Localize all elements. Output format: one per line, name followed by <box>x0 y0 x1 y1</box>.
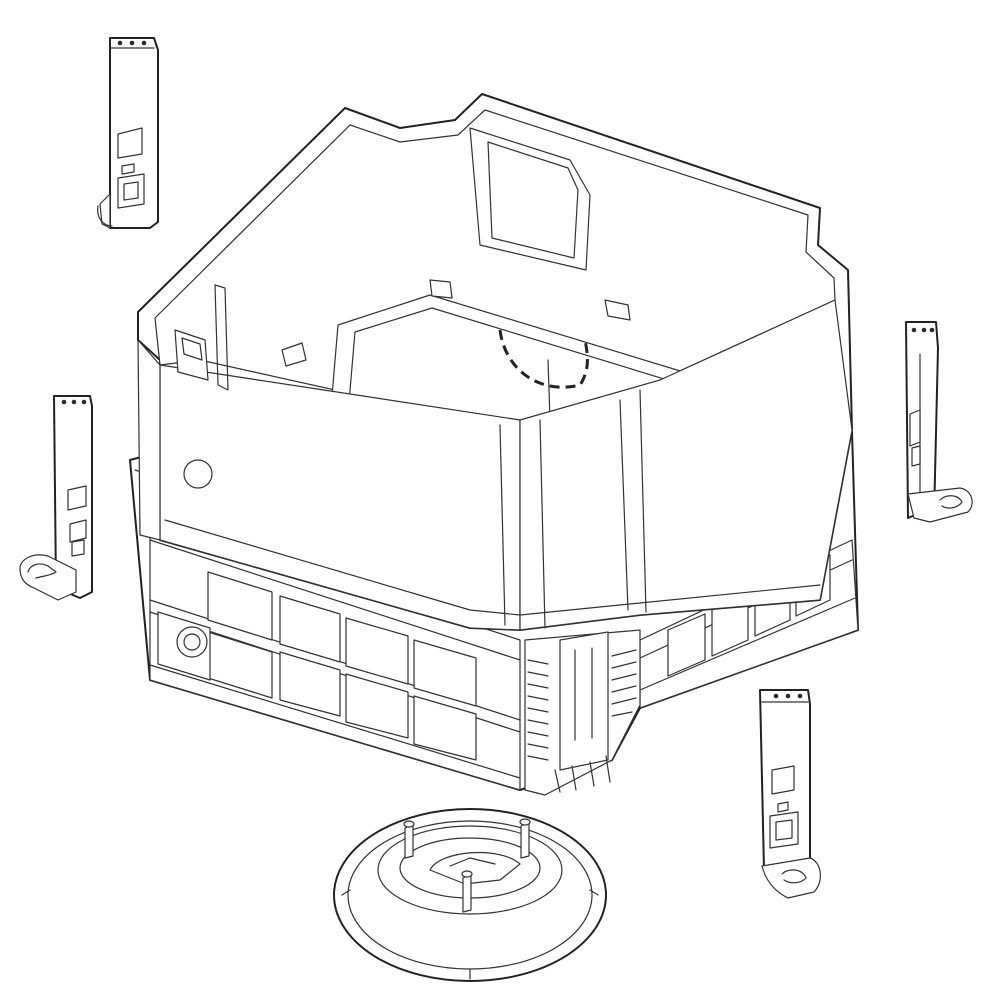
frame-cells-left <box>207 571 477 761</box>
center-ribs <box>524 629 641 796</box>
base-plate <box>333 808 607 982</box>
outer-tub <box>137 93 853 631</box>
pump-port <box>157 611 211 681</box>
bracket <box>19 395 93 601</box>
bracket <box>759 689 821 899</box>
vent-hole <box>183 459 213 489</box>
bracket <box>97 37 159 229</box>
bracket <box>905 321 973 523</box>
